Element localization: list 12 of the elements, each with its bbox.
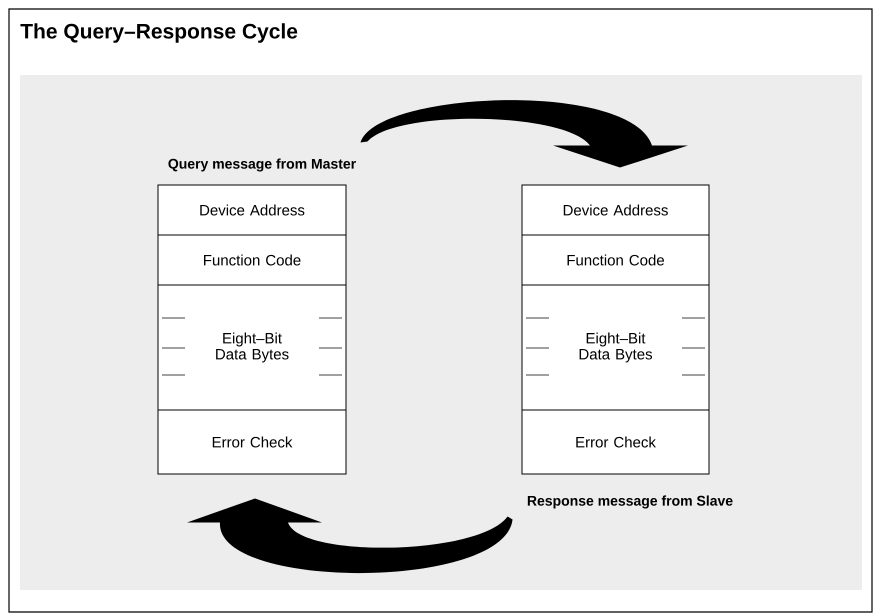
node-label: Query message from Master	[168, 158, 356, 172]
field-box: Device Address	[158, 184, 346, 236]
field-box: Function Code	[522, 234, 710, 286]
field-box: Eight–Bit Data Bytes	[158, 284, 346, 410]
field-box: Function Code	[158, 234, 346, 286]
field-box: Error Check	[522, 410, 710, 474]
field-box: Error Check	[158, 410, 346, 474]
title: The Query–Response Cycle	[20, 23, 298, 43]
field-box: Eight–Bit Data Bytes	[522, 284, 710, 410]
node-label: Response message from Slave	[528, 495, 733, 509]
curved-arrow	[360, 100, 688, 168]
field-box: Device Address	[522, 184, 710, 236]
